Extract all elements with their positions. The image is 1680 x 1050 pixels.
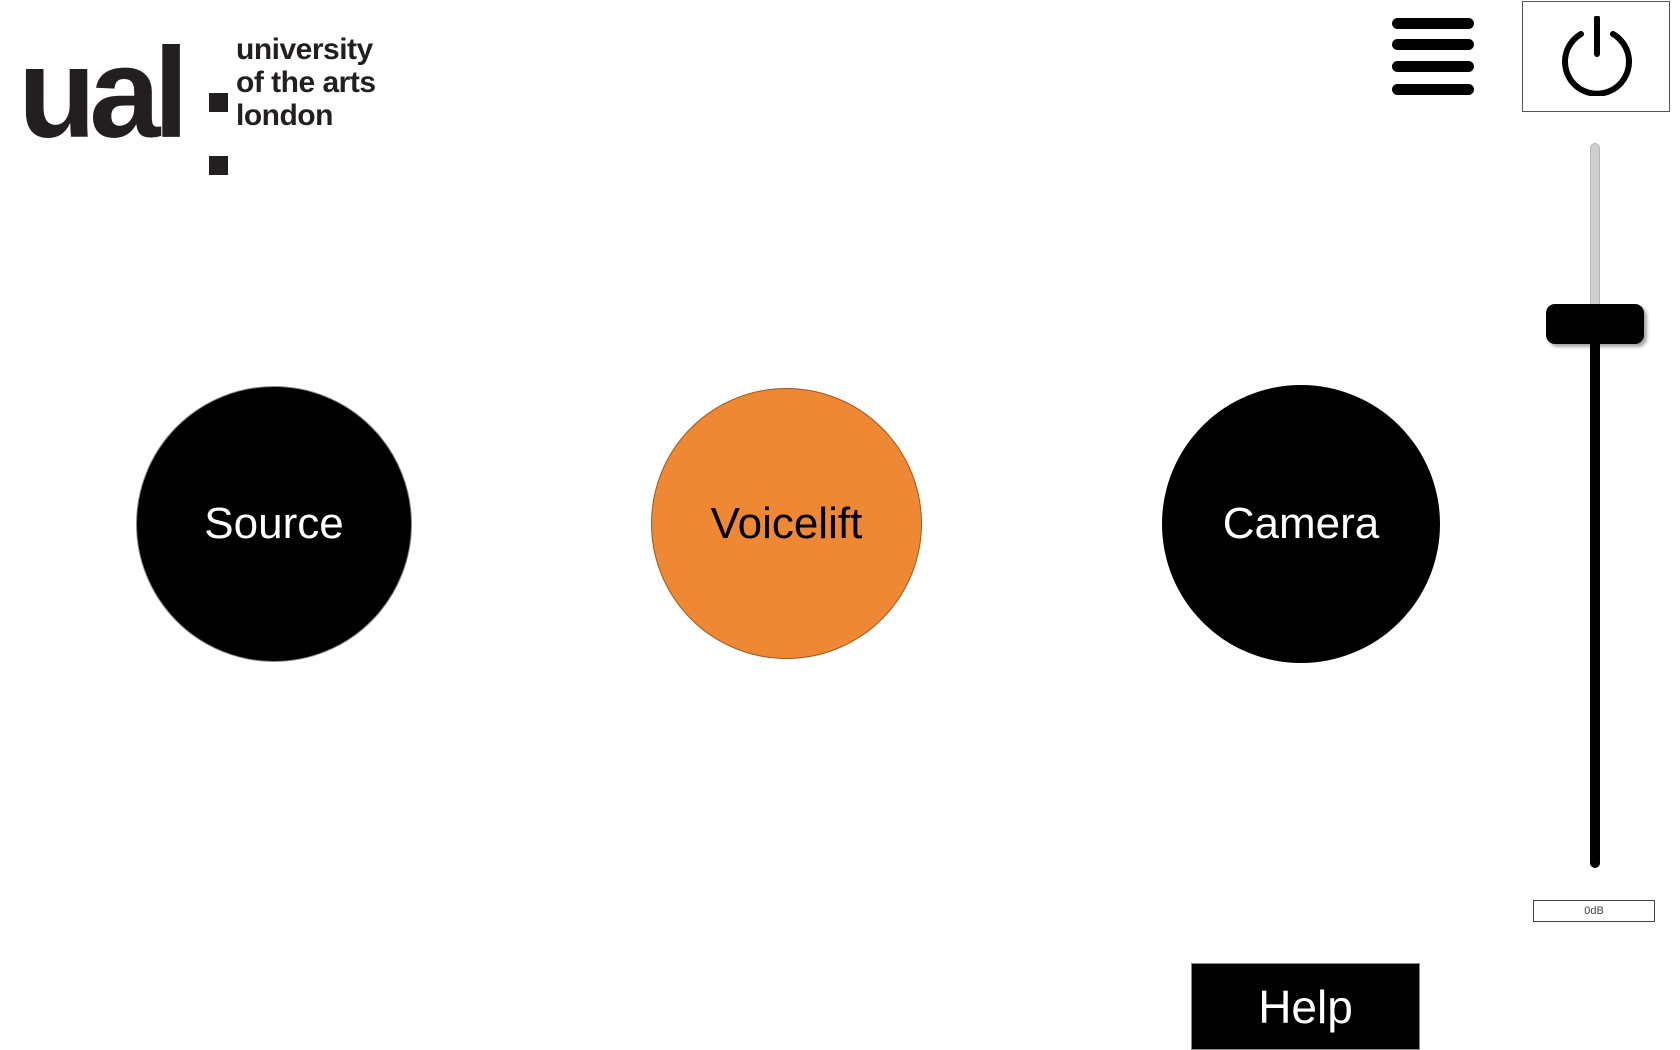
logo-line-london: london (236, 99, 333, 132)
logo-line-university: university (236, 33, 373, 66)
volume-readout: 0dB (1533, 900, 1655, 922)
logo-line-of-the-arts: of the arts (236, 66, 376, 99)
volume-fader[interactable] (1545, 140, 1645, 870)
ual-logo-mark: ual (18, 22, 189, 165)
volume-fader-thumb[interactable] (1546, 304, 1644, 344)
power-button[interactable] (1522, 1, 1670, 112)
help-button[interactable]: Help (1191, 963, 1420, 1050)
source-button[interactable]: Source (136, 386, 412, 662)
volume-fader-track-lower (1590, 313, 1600, 868)
power-icon (1562, 16, 1632, 96)
voicelift-button[interactable]: Voicelift (651, 388, 922, 659)
hamburger-menu-icon[interactable] (1392, 16, 1474, 98)
ual-logo-text: university of the arts london (236, 33, 376, 132)
ual-logo-colon (209, 68, 228, 175)
camera-button[interactable]: Camera (1162, 385, 1440, 663)
volume-fader-track-upper (1590, 143, 1600, 313)
